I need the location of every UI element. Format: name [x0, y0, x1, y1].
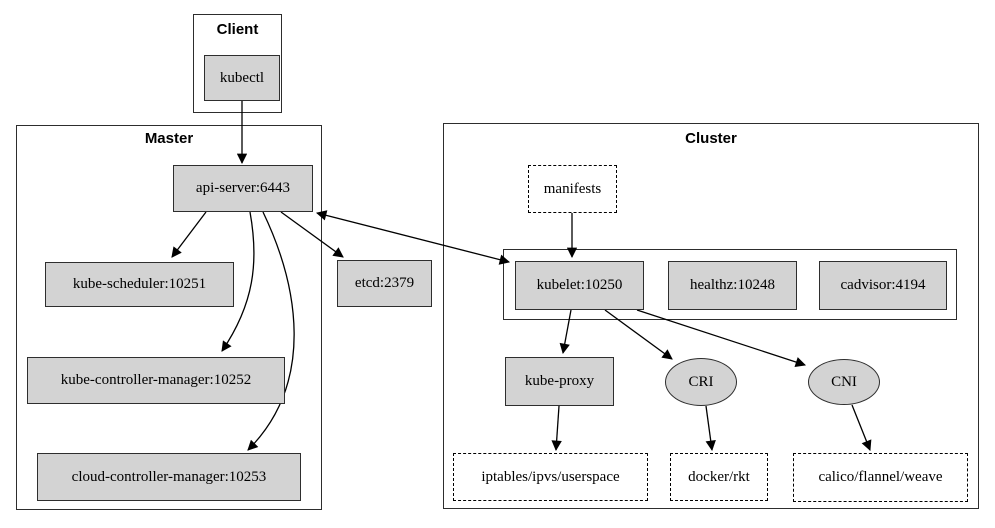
edge-cri-docker	[705, 405, 716, 452]
node-etcd: etcd:2379	[337, 260, 432, 307]
edge-apiserver-kubecontrollermanager	[221, 211, 255, 352]
node-kubectl: kubectl	[204, 55, 280, 101]
cluster-master-box	[16, 125, 322, 510]
cluster-cluster-label: Cluster	[685, 130, 737, 147]
node-healthz: healthz:10248	[668, 261, 797, 310]
edge-apiserver-etcd	[280, 211, 344, 258]
edge-cni-calico	[851, 404, 872, 451]
edge-apiserver-kubelet-bidirectional	[315, 210, 511, 265]
edge-apiserver-kubescheduler	[171, 211, 207, 258]
edge-kubelet-kubeproxy	[559, 309, 572, 355]
edge-kubelet-cni	[636, 309, 806, 368]
node-kube-proxy: kube-proxy	[505, 357, 614, 406]
cluster-client-box	[193, 14, 282, 113]
node-docker-rkt: docker/rkt	[670, 453, 768, 501]
kubelet-node-group-box	[503, 249, 957, 320]
cluster-cluster-box	[443, 123, 979, 509]
node-cloud-controller-manager: cloud-controller-manager:10253	[37, 453, 301, 501]
node-cadvisor: cadvisor:4194	[819, 261, 947, 310]
node-manifests: manifests	[528, 165, 617, 213]
node-iptables-ipvs-userspace: iptables/ipvs/userspace	[453, 453, 648, 501]
node-kube-controller-manager: kube-controller-manager:10252	[27, 357, 285, 404]
node-calico-flannel-weave: calico/flannel/weave	[793, 453, 968, 502]
edge-kubeproxy-iptables	[551, 405, 562, 452]
node-kubelet: kubelet:10250	[515, 261, 644, 310]
edge-kubelet-cri	[604, 309, 673, 360]
cluster-master-label: Master	[144, 130, 194, 147]
node-api-server: api-server:6443	[173, 165, 313, 212]
edge-apiserver-cloudcontrollermanager	[247, 211, 295, 451]
node-cri: CRI	[665, 358, 737, 406]
cluster-client-label: Client	[216, 21, 259, 38]
node-kube-scheduler: kube-scheduler:10251	[45, 262, 234, 307]
node-cni: CNI	[808, 359, 880, 405]
